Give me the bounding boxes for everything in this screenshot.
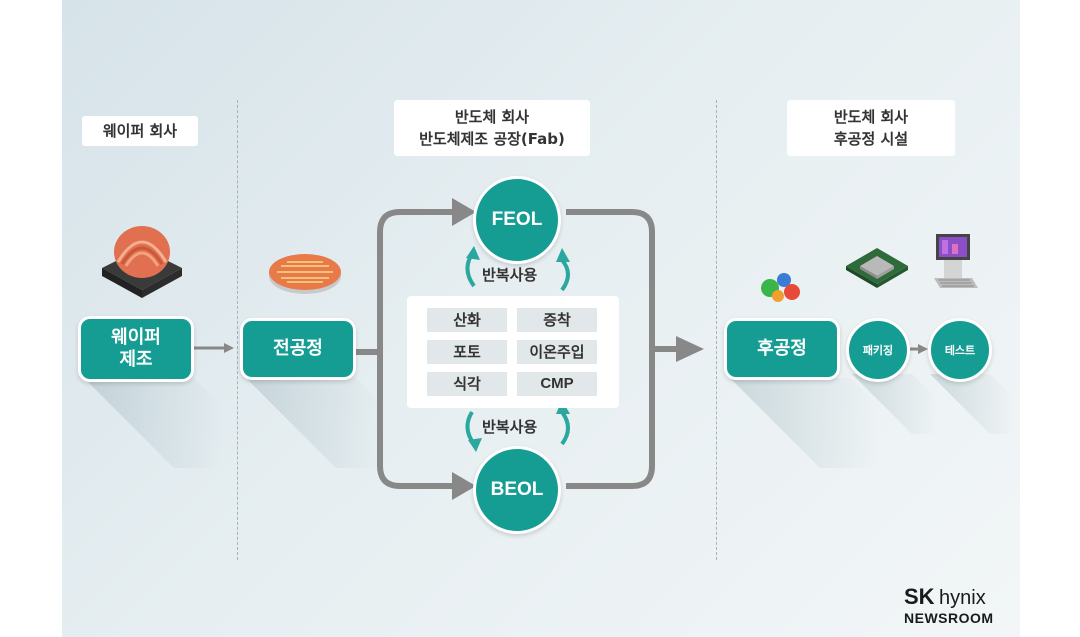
process-item: CMP bbox=[517, 372, 597, 396]
reuse-arrow-bottom-right bbox=[560, 410, 570, 446]
beol-node: BEOL bbox=[473, 446, 561, 534]
cpu-chip-icon bbox=[844, 240, 910, 292]
diagram-canvas: 웨이퍼 회사 반도체 회사 반도체제조 공장(Fab) 반도체 회사 후공정 시… bbox=[62, 0, 1020, 637]
process-item: 포토 bbox=[427, 340, 507, 364]
reuse-arrow-bottom-left bbox=[465, 410, 476, 446]
front-end-step: 전공정 bbox=[240, 318, 356, 380]
wafer-ingot-icon bbox=[96, 222, 188, 298]
process-item: 식각 bbox=[427, 372, 507, 396]
section-divider-left bbox=[237, 100, 238, 560]
node-label: FEOL bbox=[491, 209, 543, 230]
section-label-wafer-company: 웨이퍼 회사 bbox=[82, 116, 198, 146]
step-label: 웨이퍼 bbox=[111, 327, 161, 348]
back-end-step: 후공정 bbox=[724, 318, 840, 380]
section-label-fab: 반도체 회사 반도체제조 공장(Fab) bbox=[394, 100, 590, 156]
node-label: BEOL bbox=[490, 479, 544, 500]
process-item: 증착 bbox=[517, 308, 597, 332]
node-label: 테스트 bbox=[944, 344, 976, 357]
section-divider-right bbox=[716, 100, 717, 560]
wafer-manufacturing-step: 웨이퍼 제조 bbox=[78, 316, 194, 382]
section-label-text: 웨이퍼 회사 bbox=[102, 122, 178, 140]
wafer-disk-icon bbox=[267, 250, 343, 296]
process-item: 산화 bbox=[427, 308, 507, 332]
process-list-box: 산화 증착 포토 이온주입 식각 CMP bbox=[407, 296, 619, 408]
sk-hynix-logo: SK hynix bbox=[904, 584, 986, 610]
flow-arrows bbox=[194, 198, 928, 500]
reuse-label-top: 반복사용 bbox=[482, 266, 538, 284]
process-item: 이온주입 bbox=[517, 340, 597, 364]
test-node: 테스트 bbox=[928, 318, 992, 382]
gears-icon bbox=[756, 270, 808, 304]
logo-sk-text: SK bbox=[904, 584, 935, 609]
newsroom-logo-text: NEWSROOM bbox=[904, 610, 994, 626]
packaging-node: 패키징 bbox=[846, 318, 910, 382]
section-label-text: 반도체 회사 bbox=[833, 108, 909, 126]
section-label-text: 후공정 시설 bbox=[833, 130, 909, 148]
section-label-backend: 반도체 회사 후공정 시설 bbox=[787, 100, 955, 156]
arrowhead-feol bbox=[452, 198, 476, 226]
arrowhead-beol bbox=[452, 472, 476, 500]
reuse-label-bottom: 반복사용 bbox=[482, 418, 538, 436]
step-label: 후공정 bbox=[757, 338, 807, 359]
test-equipment-icon bbox=[932, 230, 980, 294]
arrowhead-back-end bbox=[676, 336, 704, 362]
section-label-text: 반도체 회사 bbox=[454, 108, 530, 126]
step-label: 전공정 bbox=[273, 338, 323, 359]
step-label: 제조 bbox=[119, 349, 153, 370]
section-label-text: 반도체제조 공장(Fab) bbox=[419, 130, 565, 148]
feol-node: FEOL bbox=[473, 176, 561, 264]
logo-hynix-text: hynix bbox=[939, 587, 986, 609]
loop-left bbox=[377, 209, 456, 489]
node-label: 패키징 bbox=[862, 344, 894, 357]
reuse-arrow-top-right bbox=[560, 258, 570, 292]
